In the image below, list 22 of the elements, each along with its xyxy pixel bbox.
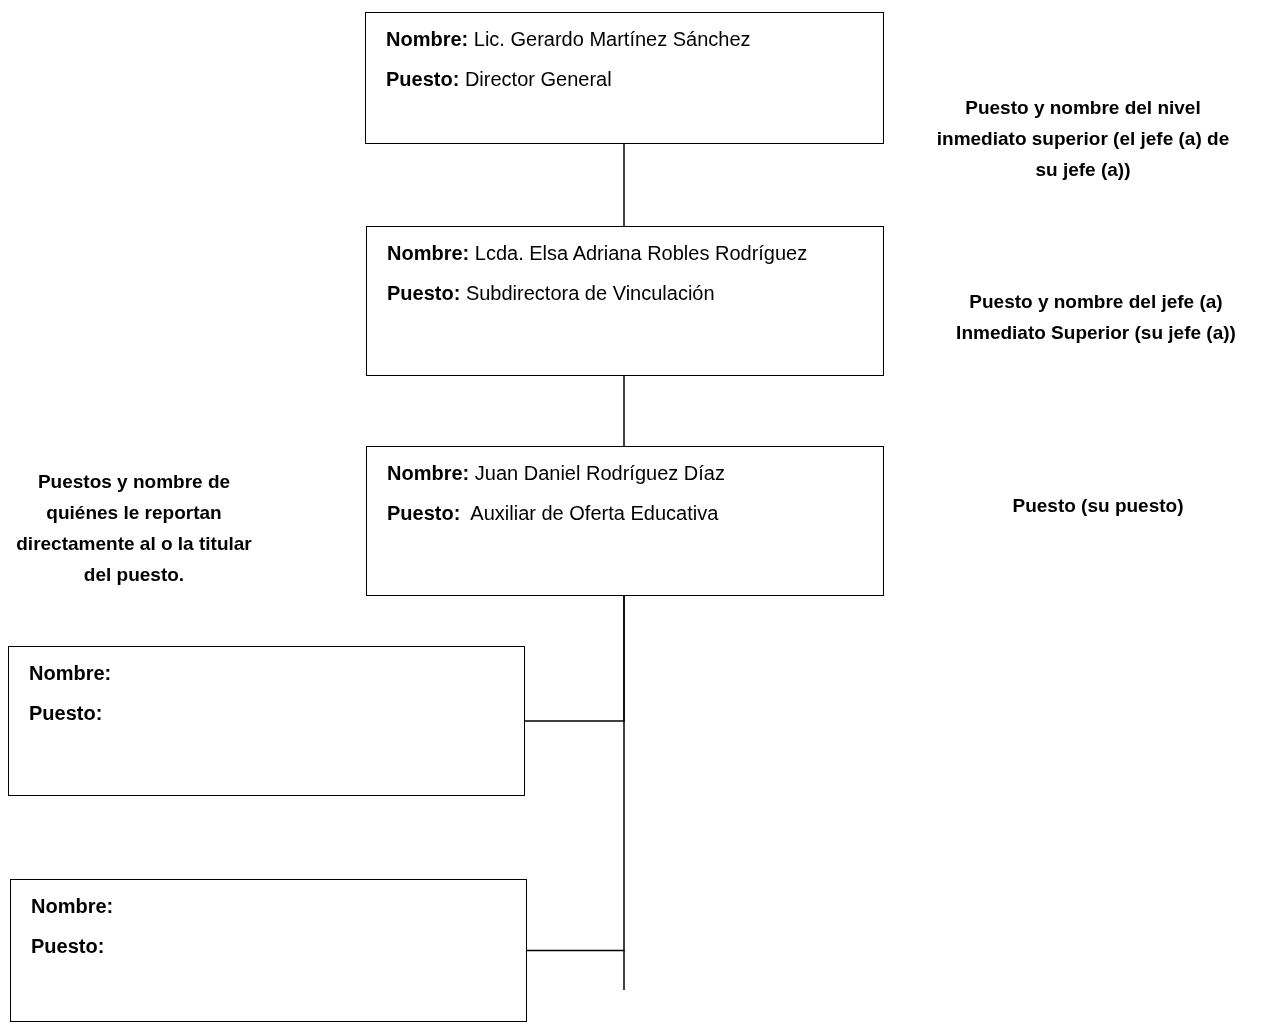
connector-line (623, 375, 625, 447)
note-text: Puestos y nombre de quiénes le reportan directamente al o la titular del puesto. (15, 470, 253, 587)
position-box (10, 879, 527, 1022)
field-text: Nombre: Juan Daniel Rodríguez Díaz (387, 461, 726, 485)
field-text: Nombre: (29, 661, 113, 685)
note-text: Puesto (su puesto) (1011, 494, 1185, 518)
connector-line (526, 595, 625, 952)
field-text: Nombre: (31, 894, 115, 918)
field-text: Puesto: (31, 934, 106, 958)
field-text: Nombre: Lic. Gerardo Martínez Sánchez (386, 27, 752, 51)
field-text: Puesto: Auxiliar de Oferta Educativa (387, 501, 720, 525)
position-box (365, 12, 884, 144)
field-text: Nombre: Lcda. Elsa Adriana Robles Rodríguez (387, 241, 809, 265)
field-text: Puesto: (29, 701, 104, 725)
note-text: Puesto y nombre del nivel inmediato superior (el jefe (a) de su jefe (a)) (935, 96, 1231, 182)
note-text: Puesto y nombre del jefe (a) Inmediato Superior (su jefe (a)) (955, 290, 1237, 345)
connector-line (623, 143, 625, 227)
field-text: Puesto: Subdirectora de Vinculación (387, 281, 716, 305)
position-box (366, 446, 884, 596)
field-text: Puesto: Director General (386, 67, 613, 91)
position-box (366, 226, 884, 376)
position-box (8, 646, 525, 796)
